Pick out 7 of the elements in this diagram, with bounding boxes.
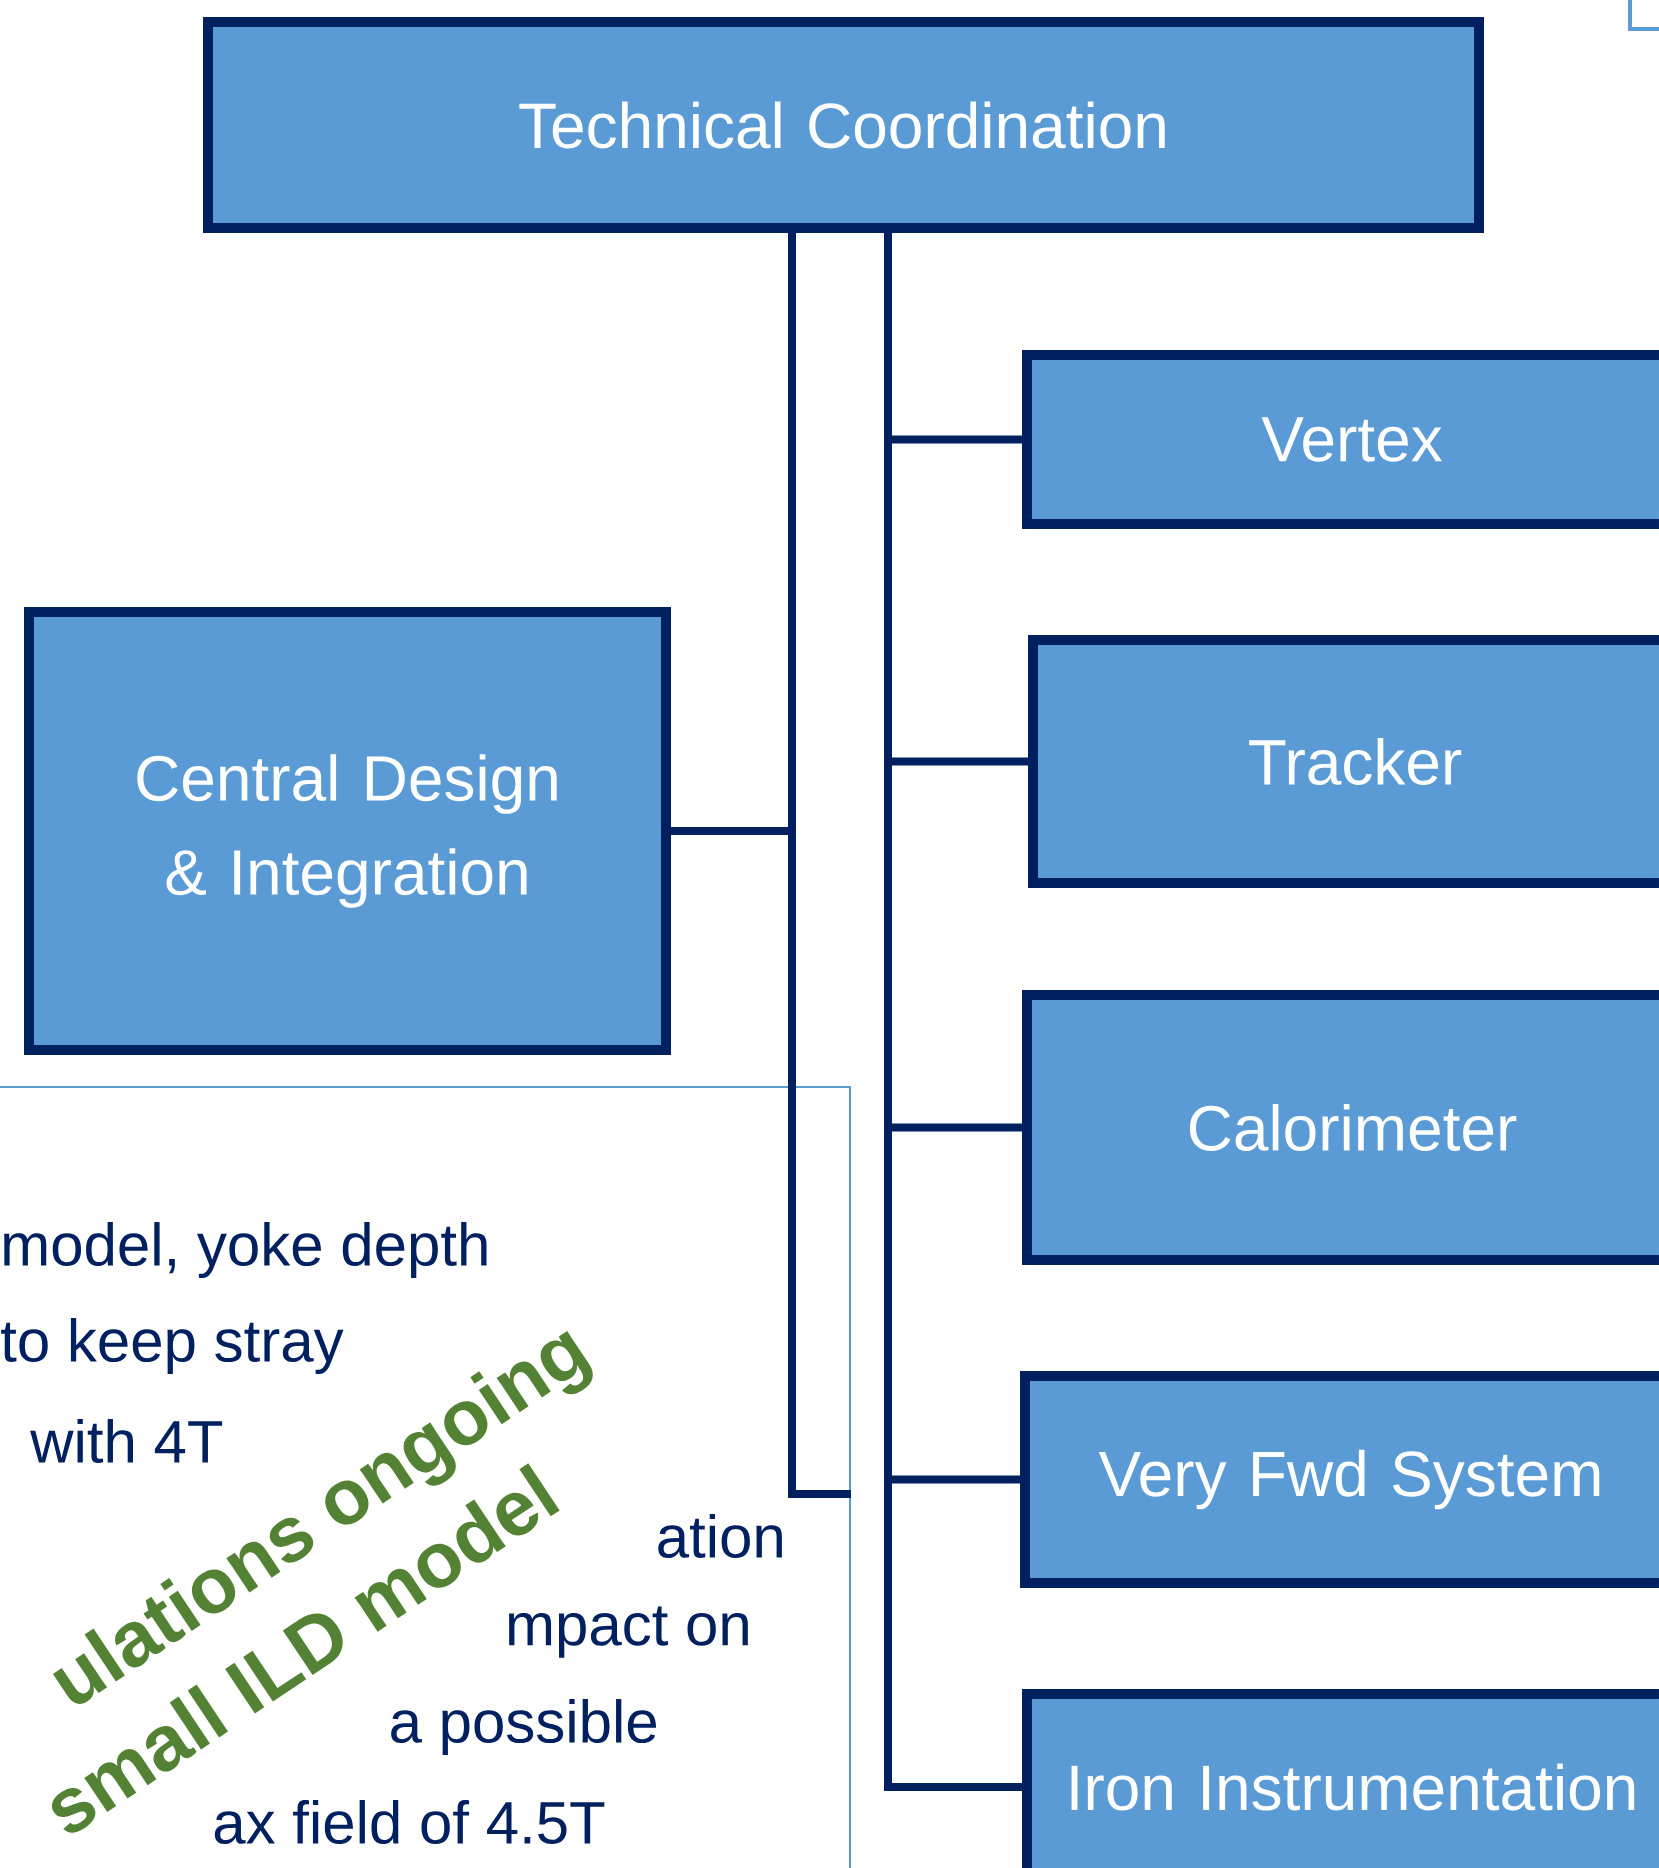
org-box: Iron Instrumentation — [1022, 1689, 1659, 1868]
org-box: Calorimeter — [1022, 990, 1659, 1265]
org-box: Central Design & Integration — [24, 607, 671, 1055]
org-box: Technical Coordination — [203, 17, 1484, 233]
org-box: Very Fwd System — [1020, 1371, 1659, 1588]
org-box: Tracker — [1028, 635, 1659, 888]
org-box: Vertex — [1022, 350, 1659, 529]
